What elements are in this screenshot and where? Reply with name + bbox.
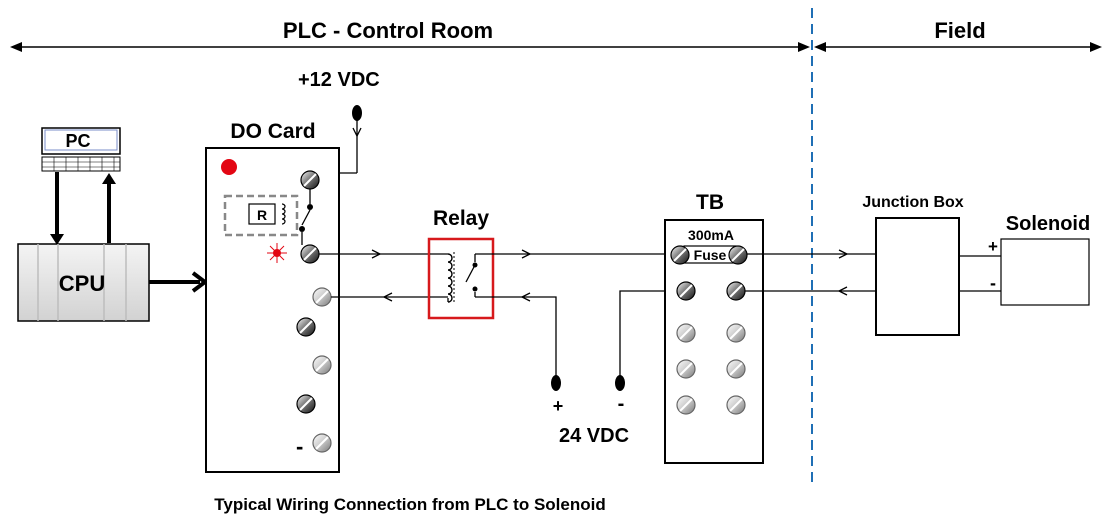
do-terminal: [296, 394, 316, 414]
relay: Relay: [427, 207, 495, 320]
do-terminal: [300, 170, 320, 190]
do-relay-box: [223, 194, 299, 237]
solenoid: Solenoid: [1000, 213, 1090, 306]
tb-terminal: [676, 323, 696, 343]
pc-cpu-link: [50, 172, 116, 245]
supply-24v: + - 24 VDC: [551, 375, 629, 447]
pc-label: PC: [65, 131, 90, 151]
control-room-label: PLC - Control Room: [283, 18, 493, 43]
tb-terminal: [676, 359, 696, 379]
relay-tb-wires: [493, 249, 678, 378]
do-terminal: [300, 244, 320, 264]
tb-terminal: [726, 323, 746, 343]
jb-solenoid-wires: + -: [959, 237, 1001, 293]
supply-24v-minus: -: [618, 393, 625, 415]
cpu: CPU: [17, 243, 150, 322]
tb-terminal: [676, 395, 696, 415]
fuse-label: Fuse: [694, 247, 727, 263]
tb-title: TB: [696, 191, 724, 214]
do-terminal: [312, 355, 332, 375]
tb-jb-wires: [745, 249, 876, 296]
do-relay-label: R: [257, 207, 267, 223]
do-card-minus: -: [296, 434, 303, 459]
supply-24v-plus: +: [553, 396, 564, 416]
do-terminal: [296, 317, 316, 337]
tb-terminal: [726, 281, 746, 301]
do-relay-wires: [319, 249, 430, 302]
tb-terminal: [670, 245, 690, 265]
output-indicator: [267, 243, 287, 263]
junction-box-label: Junction Box: [862, 194, 963, 211]
solenoid-minus: -: [990, 273, 996, 293]
solenoid-label: Solenoid: [1006, 213, 1090, 235]
pc: PC: [41, 127, 121, 172]
cpu-label: CPU: [59, 271, 105, 296]
status-led: [221, 159, 237, 175]
tb-terminal: [676, 281, 696, 301]
do-card: DO Card R -: [205, 120, 340, 473]
fuse-rating: 300mA: [688, 227, 734, 243]
tb-terminal: [726, 359, 746, 379]
do-terminal: [312, 433, 332, 453]
diagram-caption: Typical Wiring Connection from PLC to So…: [214, 495, 605, 514]
do-terminals: [296, 170, 332, 453]
cpu-do-link: [149, 271, 209, 293]
supply-12v: +12 VDC: [298, 69, 380, 174]
tb-terminal: [728, 245, 748, 265]
tb-terminal: [726, 395, 746, 415]
do-card-title: DO Card: [230, 120, 315, 143]
zone-header: PLC - Control Room Field: [10, 18, 1102, 52]
relay-label: Relay: [433, 207, 489, 230]
do-terminal: [312, 287, 332, 307]
solenoid-plus: +: [988, 237, 998, 256]
terminal-block: TB 300mA Fuse: [664, 191, 764, 464]
supply-12v-label: +12 VDC: [298, 69, 380, 91]
field-label: Field: [934, 18, 985, 43]
supply-24v-label: 24 VDC: [559, 425, 629, 447]
pc-keyboard: [41, 156, 121, 172]
junction-box: Junction Box: [862, 194, 964, 336]
